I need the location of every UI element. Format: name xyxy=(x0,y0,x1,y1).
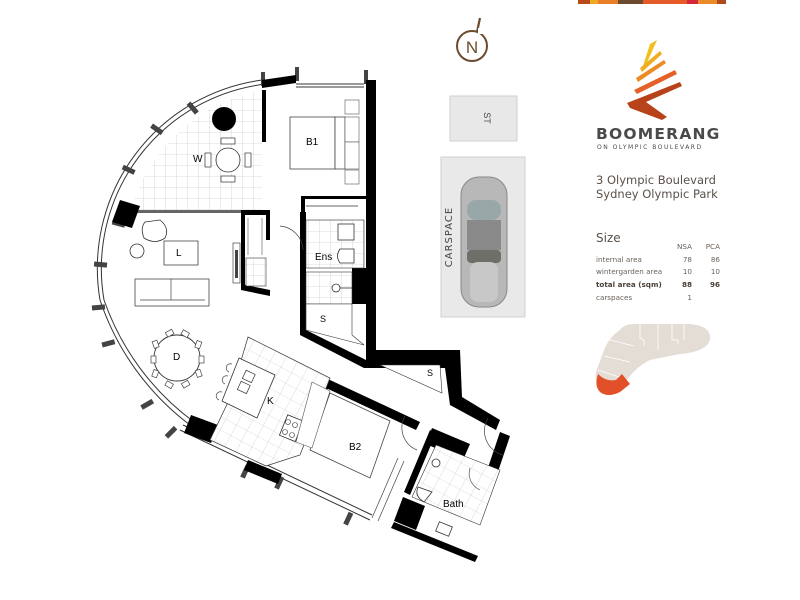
walls xyxy=(112,75,510,562)
size-table-header: NSA PCA xyxy=(594,241,720,254)
size-row-total: total area (sqm) 88 96 xyxy=(596,280,720,290)
header-pca: PCA xyxy=(705,242,720,251)
room-label-living: L xyxy=(176,248,182,259)
room-label-bedroom1: B1 xyxy=(306,137,319,148)
address: 3 Olympic Boulevard Sydney Olympic Park xyxy=(596,173,718,201)
brand-bar-segment xyxy=(687,0,698,4)
svg-text:ST: ST xyxy=(482,112,492,124)
brand-bar-segment xyxy=(643,0,687,4)
address-line-2: Sydney Olympic Park xyxy=(596,187,718,201)
room-label-bedroom2: B2 xyxy=(349,442,362,453)
brand-bar-segment xyxy=(618,0,643,4)
size-row: wintergarden area 10 10 xyxy=(596,267,720,277)
wintergarden-table xyxy=(215,147,241,173)
brand-name: BOOMERANG xyxy=(596,125,721,143)
brand-bar-segment xyxy=(598,0,618,4)
brand-bar-segment xyxy=(578,0,590,4)
size-row: carspaces 1 xyxy=(596,292,692,302)
room-label-ensuite: Ens xyxy=(315,252,333,263)
svg-text:CARSPACE: CARSPACE xyxy=(444,207,455,267)
size-title: Size xyxy=(596,231,621,245)
boomerang-logo-icon xyxy=(627,40,682,120)
brand-subtitle: ON OLYMPIC BOULEVARD xyxy=(597,144,703,151)
size-table: NSA PCA internal area 78 86 wintergarden… xyxy=(594,241,720,305)
brand-bar-segment xyxy=(590,0,598,4)
car-icon xyxy=(460,176,508,308)
sofa xyxy=(134,278,210,307)
address-line-1: 3 Olympic Boulevard xyxy=(596,173,716,187)
room-label-storage-1: S xyxy=(320,314,327,324)
brand-bar-segment xyxy=(717,0,726,4)
room-label-storage-2: S xyxy=(427,368,434,378)
brand-bar-segment xyxy=(698,0,717,4)
facade-glazing xyxy=(96,79,263,301)
storage-cage xyxy=(449,95,518,142)
coffee-table xyxy=(163,240,199,266)
svg-text:N: N xyxy=(466,38,478,57)
brand-color-bar xyxy=(578,0,726,4)
room-label-wintergarden: W xyxy=(193,154,203,165)
north-compass-icon: N xyxy=(456,17,488,62)
room-label-kitchen: K xyxy=(267,396,274,407)
room-label-bath: Bath xyxy=(443,499,464,510)
room-label-dining: D xyxy=(173,352,181,363)
bed-b1 xyxy=(289,116,336,170)
header-nsa: NSA xyxy=(677,242,692,251)
size-row: internal area 78 86 xyxy=(596,254,720,264)
key-plan xyxy=(595,324,711,395)
